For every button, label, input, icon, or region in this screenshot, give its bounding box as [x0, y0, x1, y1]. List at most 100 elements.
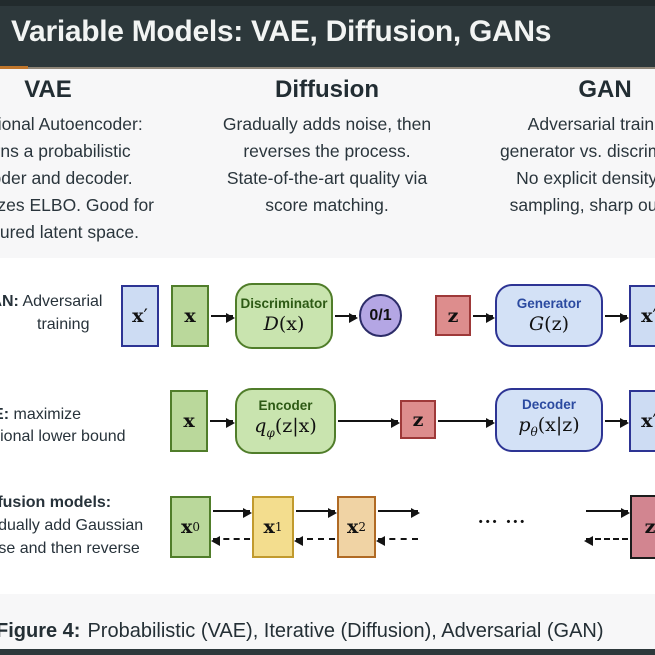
gan-description-line: Adversarial training: — [527, 114, 655, 134]
figure-panel: GAN: Adversarial training x′ x Discrimin… — [0, 258, 655, 594]
slide-title: Variable Models: VAE, Diffusion, GANs — [11, 15, 552, 48]
encoder-math: qφ(z|x) — [254, 414, 317, 445]
generator-title: Generator — [516, 295, 582, 311]
arrow — [378, 508, 420, 518]
vae-z-box: z — [400, 400, 436, 439]
math-x: x — [132, 305, 144, 327]
summary-columns: VAE Variational Autoencoder: Learns a pr… — [0, 76, 655, 258]
arrow — [213, 508, 252, 518]
vae-row-label-line2: variational lower bound — [0, 428, 126, 445]
diffusion-row-label-line3: noise and then reverse — [0, 540, 140, 557]
math-fn: p — [518, 414, 531, 437]
arrow — [473, 313, 495, 323]
discriminator-node: Discriminator D(x) — [235, 283, 333, 349]
gan-generated-box: x′ — [629, 285, 655, 347]
ellipsis-dots: ... ... — [477, 508, 527, 528]
gan-x-box: x — [171, 285, 209, 347]
vae-description-line: Maximizes ELBO. Good for — [0, 195, 155, 215]
diffusion-row-label-line2: gradually add Gaussian — [0, 517, 144, 534]
math-x: x — [184, 305, 196, 327]
slide-footer — [0, 649, 655, 655]
math-fn: G — [528, 312, 545, 335]
math-prime: ′ — [653, 305, 655, 327]
vae-description-line: structured latent space. — [0, 222, 139, 242]
generator-math: G(z) — [529, 312, 569, 337]
math-sub: 0 — [192, 520, 200, 534]
encoder-title: Encoder — [258, 398, 313, 414]
gan-z-box: z — [435, 295, 471, 336]
math-x: x — [347, 516, 359, 538]
math-sub: 2 — [358, 520, 366, 534]
gan-description-line: No explicit density, fast — [516, 168, 655, 188]
math-x: x — [181, 516, 193, 538]
vae-output-box: x′ — [629, 390, 655, 452]
discriminator-math: D(x) — [264, 312, 305, 337]
math-sub: θ — [530, 424, 538, 439]
math-sub: 1 — [274, 520, 283, 534]
slide-header: Variable Models: VAE, Diffusion, GANs — [0, 0, 655, 69]
diffusion-description-line: reverses the process. — [243, 141, 411, 161]
diffusion-description-line: State-of-the-art quality via — [226, 168, 428, 188]
vae-description-line: encoder and decoder. — [0, 168, 133, 188]
math-x: x — [263, 516, 275, 538]
vae-description-line: Variational Autoencoder: — [0, 114, 143, 134]
discriminator-title: Discriminator — [240, 296, 328, 311]
figure-caption-text: Probabilistic (VAE), Iterative (Diffusio… — [87, 620, 604, 642]
figure-caption-label: Figure 4: — [0, 620, 81, 642]
diffusion-row-label: Diffusion models: — [0, 494, 112, 511]
gan-description-line: sampling, sharp outputs. — [509, 195, 655, 215]
math-prime: ′ — [653, 410, 655, 432]
math-sub: φ — [266, 425, 275, 440]
math-prime: ′ — [143, 305, 148, 327]
arrow — [210, 418, 235, 428]
vae-row-label: VAE: maximize — [0, 406, 81, 424]
progress-accent-bar — [0, 66, 28, 69]
generator-node: Generator G(z) — [495, 284, 603, 347]
gan-row-label: GAN: Adversarial — [0, 293, 102, 311]
math-x: x — [183, 410, 195, 432]
dashed-arrow — [211, 536, 250, 546]
dashed-arrow — [376, 536, 418, 546]
diffusion-column: Diffusion Gradually adds noise, then rev… — [127, 76, 527, 219]
math-args: (x) — [278, 313, 305, 335]
arrow — [296, 508, 337, 518]
figure-caption: Figure 4: Probabilistic (VAE), Iterative … — [0, 620, 604, 643]
vae-column: VAE Variational Autoencoder: Learns a pr… — [0, 76, 248, 246]
math-x: x — [641, 410, 653, 432]
arrow — [211, 313, 235, 323]
vae-x-box: x — [170, 390, 208, 452]
math-z: z — [447, 304, 459, 327]
gan-output-circle: 0/1 — [359, 294, 402, 337]
vae-row-label-bold: VAE: — [0, 406, 10, 423]
math-fn: q — [254, 415, 267, 438]
math-args: (x|z) — [537, 414, 580, 437]
gan-heading: GAN — [578, 76, 632, 103]
math-z: z — [412, 408, 424, 431]
diffusion-heading: Diffusion — [275, 76, 379, 103]
math-fn: D — [263, 313, 279, 335]
header-progress-line — [0, 66, 655, 69]
math-z: z — [644, 516, 655, 538]
arrow — [605, 418, 629, 428]
diffusion-description-line: score matching. — [265, 195, 389, 215]
vae-row-label-rest: maximize — [9, 406, 82, 423]
gan-row-label-line2: training — [37, 316, 90, 333]
gan-xprime-box: x′ — [121, 285, 159, 347]
arrow — [605, 313, 629, 323]
vae-description-line: Learns a probabilistic — [0, 141, 131, 161]
math-x: x — [641, 305, 653, 327]
encoder-node: Encoder qφ(z|x) — [235, 388, 336, 454]
diffusion-description-line: Gradually adds noise, then — [222, 114, 432, 134]
gan-row-label-bold: GAN: — [0, 293, 19, 310]
gan-row-label-rest: Adversarial — [18, 293, 103, 310]
vae-heading: VAE — [24, 76, 72, 103]
arrow — [586, 508, 630, 518]
arrow — [438, 418, 495, 428]
gan-description-line: generator vs. discriminator. — [499, 141, 655, 161]
gan-column: GAN Adversarial training: generator vs. … — [405, 76, 655, 219]
progress-track — [28, 66, 655, 69]
